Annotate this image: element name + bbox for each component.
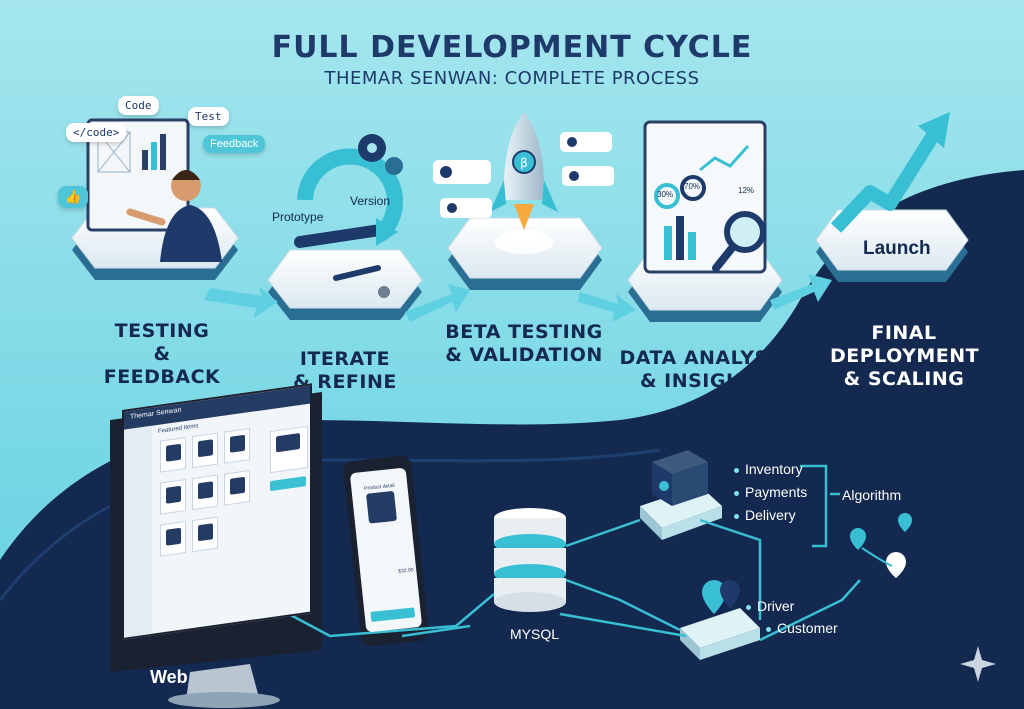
web-section-title: Featured Items	[158, 423, 199, 435]
step-line: & VALIDATION	[445, 344, 603, 366]
bullet-icon	[746, 604, 751, 610]
step-data-analysis: DATA ANALYSIS & INSIGHTS	[612, 347, 798, 393]
product-card	[160, 437, 186, 473]
step-line: & INSIGHTS	[639, 370, 771, 392]
step-line: DEPLOYMENT	[830, 345, 980, 367]
shirt-icon	[166, 485, 181, 504]
page-title: FULL DEVELOPMENT CYCLE	[271, 30, 753, 65]
product-card	[192, 516, 218, 553]
product-card	[160, 521, 186, 557]
platform-step-1	[71, 118, 239, 280]
cart-icon	[276, 432, 300, 453]
sparkle-icon	[960, 646, 996, 682]
gear-small	[385, 157, 403, 175]
service-inventory: Inventory	[734, 461, 803, 477]
bullet-icon	[766, 626, 771, 632]
phone-price: $32.00	[398, 567, 414, 575]
step-testing-feedback: TESTING & FEEDBACK	[92, 320, 232, 389]
growth-arrow	[830, 130, 940, 233]
step-arrows	[204, 274, 832, 322]
product-card	[224, 428, 250, 464]
bullet-icon	[734, 467, 739, 473]
thumbs-up-icon: 👍	[58, 186, 89, 208]
platform-step-3: β	[433, 112, 614, 290]
bag-icon	[198, 481, 213, 500]
step-line: & SCALING	[843, 368, 965, 390]
prototype-label: Prototype	[272, 210, 324, 224]
svg-text:β: β	[520, 156, 528, 170]
step-line: & REFINE	[293, 371, 397, 393]
map-pin	[702, 580, 726, 614]
code-tag-bubble: </code>	[66, 123, 127, 142]
step-line: ITERATE	[299, 348, 391, 370]
step-line: & FEEDBACK	[103, 343, 221, 388]
product-card	[192, 474, 218, 511]
service-delivery: Delivery	[734, 507, 796, 523]
phone-header: Product detail	[363, 482, 395, 492]
step-line: DATA ANALYSIS	[619, 347, 791, 369]
service-label: Inventory	[745, 461, 803, 477]
shirt-icon	[166, 527, 181, 546]
bullet-icon	[734, 513, 739, 519]
step-final-deployment: FINAL DEPLOYMENT & SCALING	[830, 322, 980, 391]
review-card	[562, 166, 614, 186]
algorithm-pins	[850, 513, 912, 578]
magnifier	[724, 211, 766, 253]
dashboard-badge: 30%	[657, 190, 674, 199]
database-cylinder	[494, 508, 566, 612]
platform-step-4	[627, 120, 783, 322]
role-label: Customer	[777, 620, 838, 636]
product-card	[192, 432, 218, 469]
product-card	[160, 479, 186, 515]
inventory-box-platform	[640, 450, 722, 540]
developer-body	[160, 205, 222, 262]
step-line: FINAL	[871, 322, 937, 344]
launch-label: Launch	[863, 238, 931, 259]
product-card	[224, 470, 250, 506]
cart-panel	[270, 425, 308, 474]
step-beta-testing: BETA TESTING & VALIDATION	[438, 321, 610, 367]
page-subtitle: THEMAR SENWAN: COMPLETE PROCESS	[324, 68, 700, 89]
web-header-text: Themar Senwan	[130, 406, 182, 421]
location-map-platform	[680, 580, 760, 660]
shirt-icon	[198, 439, 213, 458]
cycle-arrow-2	[294, 224, 386, 248]
dashboard-badge: 12%	[738, 186, 755, 195]
web-sidebar	[124, 425, 152, 640]
step-line: TESTING	[114, 320, 210, 342]
role-customer: Customer	[766, 620, 838, 636]
web-storefront-mockup: Themar Senwan Featured Items	[122, 383, 312, 640]
shirt-icon	[366, 490, 397, 524]
database-label: MYSQL	[510, 626, 560, 642]
version-label: Version	[350, 194, 391, 208]
shirt-icon	[198, 523, 213, 542]
step-iterate-refine: ITERATE & REFINE	[270, 348, 420, 394]
platform-step-5	[815, 112, 969, 282]
connection-lines	[269, 464, 861, 642]
service-label: Payments	[745, 484, 808, 500]
bullet-icon	[734, 490, 739, 496]
shirt-icon	[166, 443, 181, 462]
review-card	[433, 160, 491, 184]
role-label: Driver	[757, 598, 795, 614]
step-line: BETA TESTING	[445, 321, 603, 343]
review-card	[560, 132, 612, 152]
service-payments: Payments	[734, 484, 807, 500]
web-label: Web	[150, 667, 188, 687]
shirt-icon	[230, 434, 245, 453]
review-card	[440, 198, 492, 218]
code-bubble: Code	[118, 96, 159, 115]
checkout-button[interactable]	[270, 476, 306, 492]
add-to-cart-button[interactable]	[370, 607, 416, 622]
feedback-bubble: Feedback	[203, 135, 266, 153]
cart-icon	[230, 476, 245, 495]
platform-step-2	[267, 134, 423, 320]
role-driver: Driver	[746, 598, 794, 614]
wrench	[333, 265, 381, 281]
test-bubble: Test	[188, 107, 229, 126]
service-label: Delivery	[745, 507, 796, 523]
dashboard-badge: 70%	[684, 182, 701, 191]
algorithm-label: Algorithm	[842, 487, 902, 503]
